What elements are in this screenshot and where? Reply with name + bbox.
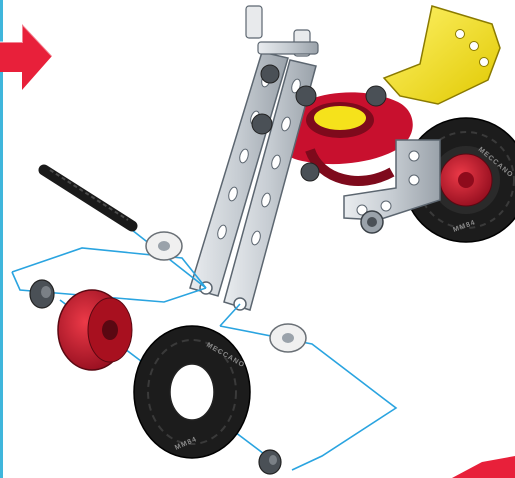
collar-nut-left — [30, 280, 54, 308]
washer-right — [270, 324, 306, 352]
yellow-seat-plate — [384, 6, 500, 104]
washer-upper — [146, 232, 182, 260]
front-tire: MECCANO MM84 — [134, 326, 250, 458]
front-wheel-hub — [58, 290, 132, 370]
collar-nut-bottom — [259, 450, 281, 474]
next-step-arrow-icon — [452, 456, 515, 478]
right-arrow-icon — [0, 24, 52, 90]
axle-rod — [44, 170, 132, 226]
